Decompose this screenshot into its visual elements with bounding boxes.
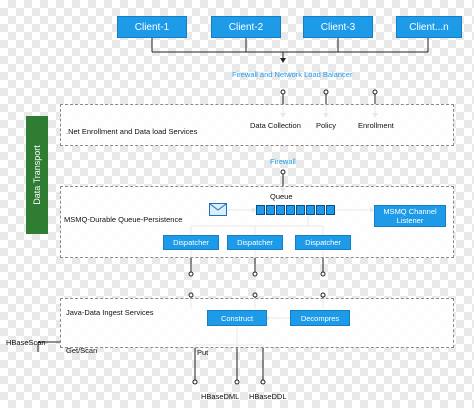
get-scan-label: Get/Scan (66, 346, 98, 355)
queue-slot (286, 205, 295, 215)
queue-slot (316, 205, 325, 215)
msmq-channel-listener-node: MSMQ Channel Listener (374, 205, 446, 227)
client-3-node: Client-3 (303, 16, 373, 38)
queue-slot (306, 205, 315, 215)
construct-node: Construct (207, 310, 267, 326)
queue-slot (296, 205, 305, 215)
enrollment-services-panel (60, 104, 454, 146)
dispatcher-3-node: Dispatcher (295, 235, 351, 250)
client-2-node: Client-2 (211, 16, 281, 38)
msmq-panel-label: MSMQ-Durable Queue-Persistence (64, 215, 183, 224)
queue-slot (266, 205, 275, 215)
hbase-ddl-label: HBaseDDL (249, 392, 287, 401)
queue-label: Queue (270, 192, 293, 201)
queue-slot (326, 205, 335, 215)
policy-label: Policy (316, 121, 337, 130)
enrollment-label: Enrollment (358, 121, 394, 130)
client-1-node: Client-1 (117, 16, 187, 38)
decompress-node: Decompres (290, 310, 350, 326)
dispatcher-2-node: Dispatcher (227, 235, 283, 250)
data-collection-label: Data Collection (250, 121, 301, 130)
hbase-scan-label: HBaseScan (6, 338, 46, 347)
ingest-services-label: Java-Data Ingest Services (66, 308, 154, 317)
firewall-load-balancer-label: Firewall and Network Load Balancer (232, 70, 353, 79)
hbase-dml-label: HBaseDML (201, 392, 240, 401)
client-n-node: Client...n (396, 16, 462, 38)
queue-slot (276, 205, 285, 215)
dispatcher-1-node: Dispatcher (163, 235, 219, 250)
queue-buffer (256, 205, 336, 216)
queue-slot (256, 205, 265, 215)
data-transport-label: Data Transport (32, 145, 42, 205)
data-transport-bar: Data Transport (26, 116, 48, 234)
message-envelope-icon (209, 203, 227, 216)
enrollment-services-label: .Net Enrollment and Data load Services (66, 127, 198, 136)
put-label: Put (197, 348, 209, 357)
firewall-label: Firewall (270, 157, 296, 166)
